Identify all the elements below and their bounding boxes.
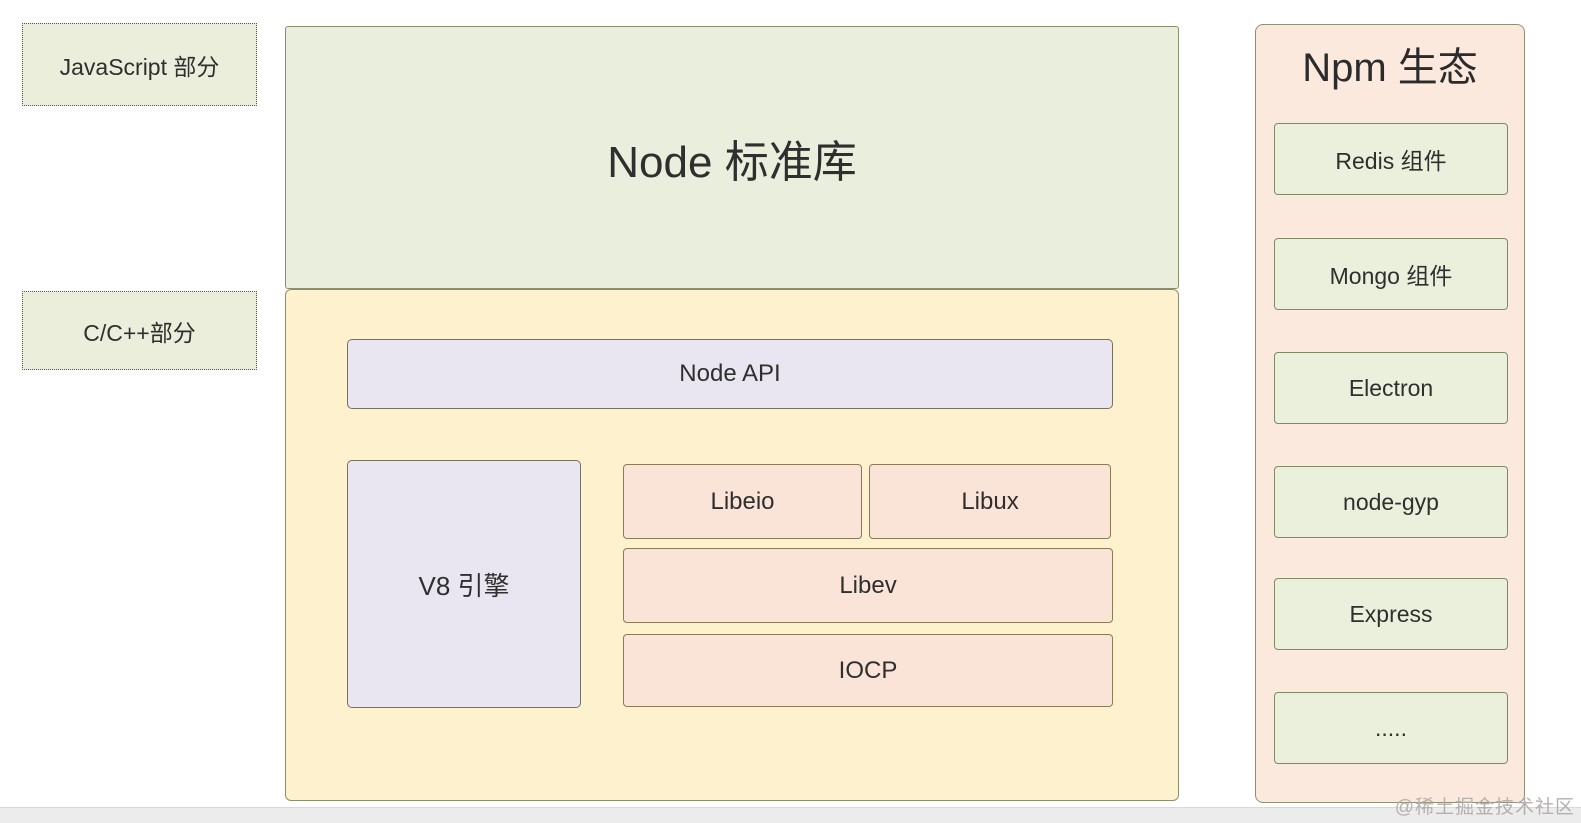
v8-engine-box: V8 引擎 xyxy=(347,460,581,708)
npm-item-mongo: Mongo 组件 xyxy=(1274,238,1508,310)
libev-box: Libev xyxy=(623,548,1113,623)
npm-item-redis-label: Redis 组件 xyxy=(1335,148,1447,174)
npm-item-express: Express xyxy=(1274,578,1508,650)
c-cpp-layer-box: Node API V8 引擎 Libeio Libux Libev IOCP xyxy=(285,289,1179,801)
label-javascript-part: JavaScript 部分 xyxy=(22,23,257,106)
npm-item-express-label: Express xyxy=(1349,600,1433,627)
node-stdlib-box: Node 标准库 xyxy=(285,26,1179,289)
npm-item-node-gyp: node-gyp xyxy=(1274,466,1508,538)
libeio-box: Libeio xyxy=(623,464,862,539)
label-c-cpp-part: C/C++部分 xyxy=(22,291,257,370)
npm-item-redis: Redis 组件 xyxy=(1274,123,1508,195)
npm-item-electron-label: Electron xyxy=(1348,374,1434,401)
npm-item-more: ..... xyxy=(1274,692,1508,764)
npm-panel-title: Npm 生态 xyxy=(1302,46,1478,90)
npm-item-mongo-label: Mongo 组件 xyxy=(1329,263,1453,289)
libux-label: Libux xyxy=(961,487,1019,515)
watermark: @稀土掘金技术社区 xyxy=(1394,797,1575,818)
npm-item-more-label: ..... xyxy=(1375,714,1407,741)
node-api-box: Node API xyxy=(347,339,1113,409)
libux-box: Libux xyxy=(869,464,1111,539)
iocp-box: IOCP xyxy=(623,634,1113,707)
node-api-label: Node API xyxy=(679,360,781,387)
node-stdlib-label: Node 标准库 xyxy=(607,137,857,187)
npm-item-node-gyp-label: node-gyp xyxy=(1343,488,1439,515)
label-javascript-part-text: JavaScript 部分 xyxy=(59,53,220,80)
libev-label: Libev xyxy=(839,571,897,599)
label-c-cpp-part-text: C/C++部分 xyxy=(83,319,196,346)
iocp-label: IOCP xyxy=(838,656,898,684)
npm-item-electron: Electron xyxy=(1274,352,1508,424)
libeio-label: Libeio xyxy=(710,487,775,515)
v8-engine-label: V8 引擎 xyxy=(418,570,510,601)
npm-ecosystem-panel: Npm 生态 Redis 组件 Mongo 组件 Electron node-g… xyxy=(1255,24,1525,803)
bottom-strip xyxy=(0,807,1581,823)
